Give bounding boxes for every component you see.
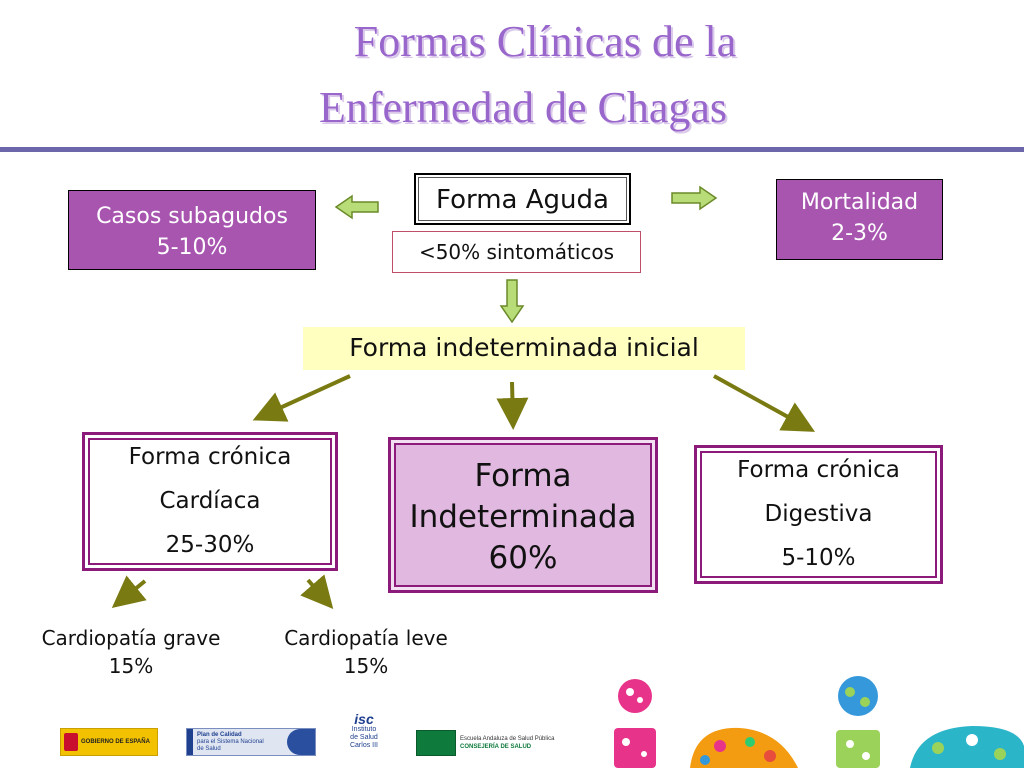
- title-line-2: Enfermedad de Chagas: [318, 83, 728, 132]
- junta-label-1: Escuela Andaluza de Salud Pública: [460, 736, 555, 742]
- severe-cardiopathy-value: 15%: [108, 654, 154, 678]
- plan-label-2: para el Sistema Nacional: [197, 738, 264, 745]
- arrow-to-severe: [111, 575, 147, 609]
- isciii-mark-icon: isc: [354, 711, 374, 727]
- mild-cardiopathy: Cardiopatía leve 15%: [272, 624, 460, 680]
- plan-c-mark-icon: [287, 729, 315, 755]
- mortality-label: Mortalidad: [800, 190, 919, 215]
- severe-cardiopathy-label: Cardiopatía grave: [41, 626, 221, 650]
- junta-shield-icon: [416, 730, 456, 756]
- subacute-label: Casos subagudos: [96, 204, 288, 229]
- subacute-box: Casos subagudos 5-10%: [68, 190, 316, 270]
- plan-label-3: de Salud: [197, 745, 221, 752]
- isciii-logo: isc Instituto de Salud Carlos III: [338, 712, 390, 766]
- dotted-glyph-1: [614, 679, 656, 768]
- symptomatic-label: <50% sintomáticos: [418, 240, 615, 264]
- initial-indeterminate-label: Forma indeterminada inicial: [349, 333, 699, 362]
- junta-andalucia-logo: Escuela Andaluza de Salud Pública CONSEJ…: [416, 730, 576, 756]
- cardiac-form-type: Cardíaca: [159, 488, 261, 514]
- decorative-dotted-letters: [614, 676, 1024, 768]
- indeterminate-form-value: 60%: [488, 540, 558, 576]
- block-arrow-right: [671, 185, 718, 211]
- severe-cardiopathy: Cardiopatía grave 15%: [30, 624, 232, 680]
- isciii-label-3: Carlos III: [349, 742, 378, 749]
- gobierno-label: GOBIERNO DE ESPAÑA: [81, 738, 150, 745]
- dotted-glyph-3: [836, 676, 880, 768]
- subacute-value: 5-10%: [156, 235, 228, 260]
- digestive-form-value: 5-10%: [781, 545, 856, 571]
- gobierno-espana-logo: GOBIERNO DE ESPAÑA: [60, 728, 158, 756]
- cardiac-form-box: Forma crónica Cardíaca 25-30%: [82, 432, 338, 571]
- mortality-box: Mortalidad 2-3%: [776, 179, 943, 260]
- plan-label-1: Plan de Calidad: [197, 731, 242, 738]
- arrow-to-digestive: [713, 374, 816, 432]
- coat-of-arms-icon: [64, 733, 78, 751]
- cardiac-form-label: Forma crónica: [128, 444, 292, 470]
- page-title: Formas Clínicas de la: [0, 20, 1024, 64]
- dotted-glyph-4: [910, 726, 1024, 768]
- mortality-value: 2-3%: [831, 221, 888, 246]
- dotted-glyph-2: [690, 727, 798, 768]
- cardiac-form-value: 25-30%: [165, 532, 255, 558]
- arrow-to-cardiac: [252, 374, 351, 422]
- acute-form-label: Forma Aguda: [436, 185, 609, 215]
- isciii-label-2: de Salud: [350, 734, 378, 741]
- isciii-label-1: Instituto: [351, 726, 377, 733]
- plan-calidad-logo: Plan de Calidad para el Sistema Nacional…: [186, 728, 316, 756]
- acute-form-box: Forma Aguda: [414, 173, 631, 225]
- mild-cardiopathy-label: Cardiopatía leve: [284, 626, 448, 650]
- indeterminate-form-type: Indeterminada: [409, 499, 637, 535]
- mild-cardiopathy-value: 15%: [343, 654, 389, 678]
- title-line-1: Formas Clínicas de la: [353, 17, 737, 66]
- title-divider: [0, 147, 1024, 152]
- initial-indeterminate-box: Forma indeterminada inicial: [303, 327, 745, 370]
- page-subtitle: Enfermedad de Chagas: [0, 86, 1024, 130]
- symptomatic-box: <50% sintomáticos: [392, 231, 641, 273]
- block-arrow-left: [334, 194, 379, 220]
- digestive-form-box: Forma crónica Digestiva 5-10%: [694, 445, 943, 584]
- arrow-to-mild: [300, 574, 334, 610]
- arrow-to-indeterminate: [496, 381, 529, 430]
- block-arrow-down: [499, 279, 525, 324]
- digestive-form-type: Digestiva: [764, 501, 873, 527]
- digestive-form-label: Forma crónica: [737, 457, 900, 483]
- junta-label-2: CONSEJERÍA DE SALUD: [460, 744, 532, 750]
- plan-color-bar-icon: [187, 729, 193, 755]
- indeterminate-form-label: Forma: [474, 458, 572, 494]
- indeterminate-form-box: Forma Indeterminada 60%: [388, 437, 658, 593]
